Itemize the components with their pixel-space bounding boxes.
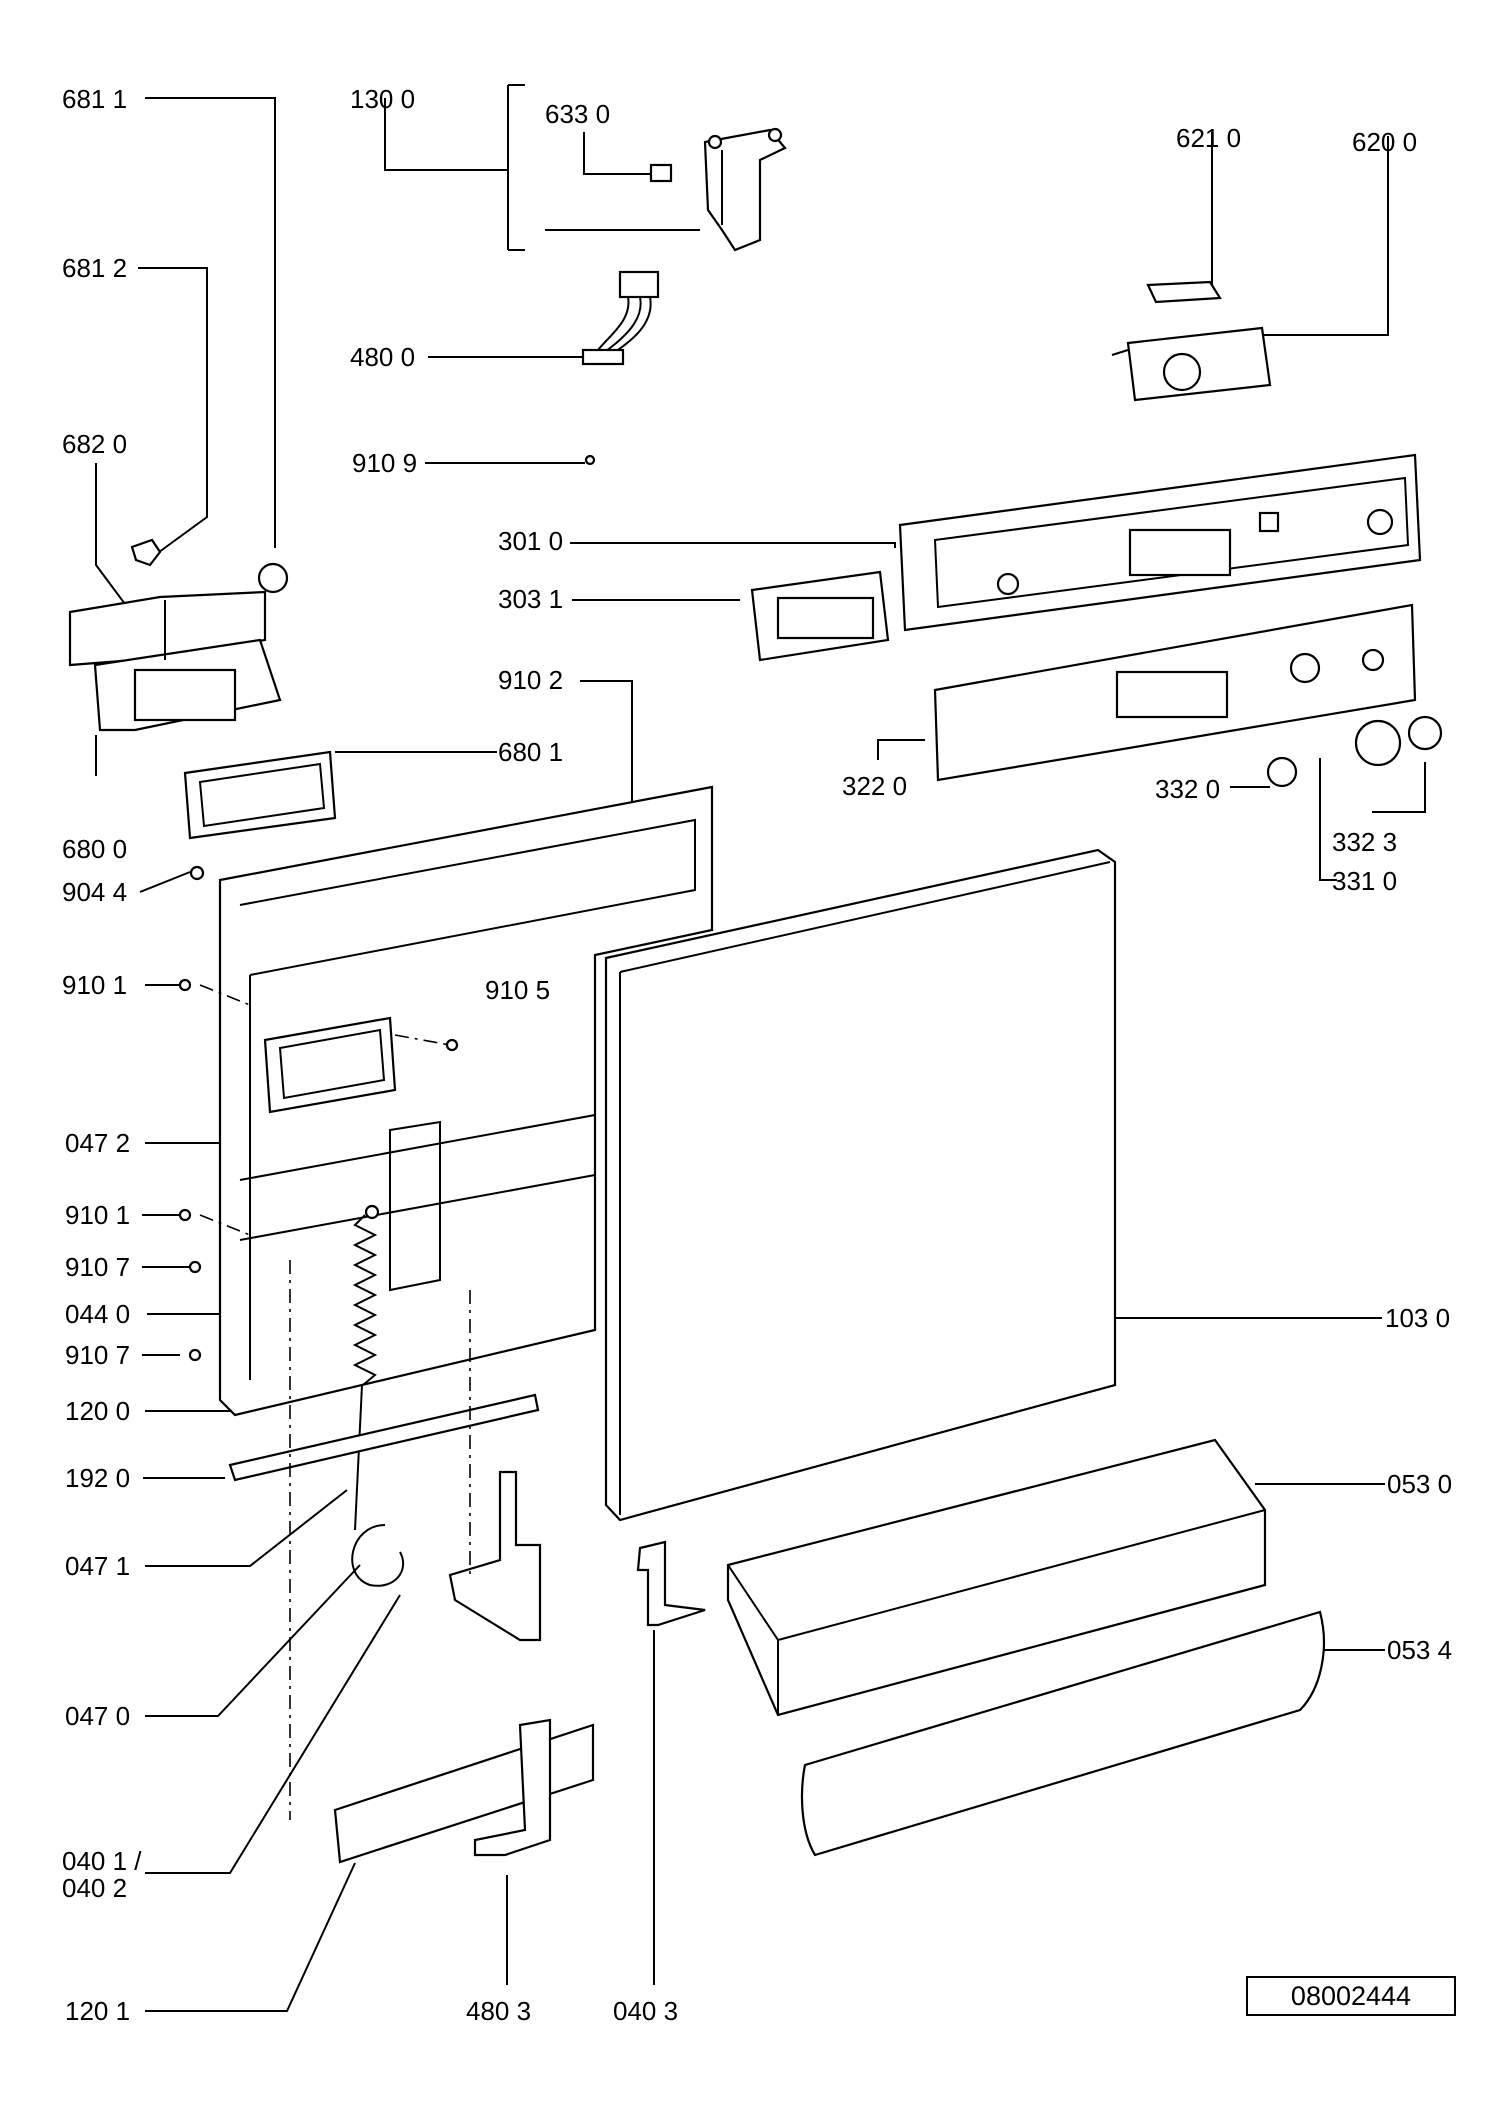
part-label-910-1: 910 1 — [62, 970, 128, 1000]
door-rail — [228, 1393, 540, 1482]
construction-lines — [199, 984, 471, 1820]
control-panel — [898, 453, 1422, 632]
part-label-332-3: 332 3 — [1332, 827, 1398, 857]
part-label-480-3: 480 3 — [466, 1996, 532, 2026]
part-label-633-0: 633 0 — [545, 99, 611, 129]
part-label-120-1: 120 1 — [65, 1996, 131, 2026]
door-handle — [750, 570, 890, 662]
wiring-harness — [581, 270, 660, 366]
small-knob — [1266, 756, 1298, 788]
part-label-053-4: 053 4 — [1387, 1635, 1453, 1665]
part-label-910-2: 910 2 — [498, 665, 564, 695]
screw-910-5 — [445, 1038, 459, 1052]
part-label-332-0: 332 0 — [1155, 774, 1221, 804]
part-label-680-1: 680 1 — [498, 737, 564, 767]
part-label-331-0: 331 0 — [1332, 866, 1398, 896]
main-knob — [1354, 719, 1402, 767]
part-label-192-0: 192 0 — [65, 1463, 131, 1493]
part-label-680-0: 680 0 — [62, 834, 128, 864]
outer-door-panel — [604, 848, 1117, 1522]
part-label-910-7: 910 7 — [65, 1340, 131, 1370]
part-label-681-1: 681 1 — [62, 84, 128, 114]
round-cap-part — [257, 562, 289, 594]
screw-910-1 — [178, 978, 192, 992]
leader-lines — [95, 84, 1426, 2012]
door-hinge-assembly — [703, 127, 787, 252]
part-label-682-0: 682 0 — [62, 429, 128, 459]
part-label-040-2: 040 2 — [62, 1873, 128, 1903]
part-label-910-5: 910 5 — [485, 975, 551, 1005]
inner-door-panel — [218, 785, 714, 1417]
part-label-047-1: 047 1 — [65, 1551, 131, 1581]
washer-904-4 — [189, 865, 205, 881]
screw-910-1 — [178, 1208, 192, 1222]
spring-rod — [354, 1384, 363, 1531]
knob-cap — [1407, 715, 1443, 751]
part-label-103-0: 103 0 — [1385, 1303, 1451, 1333]
part-label-301-0: 301 0 — [498, 526, 564, 556]
part-label-044-0: 044 0 — [65, 1299, 131, 1329]
part-label-040-1: 040 1 / — [62, 1846, 142, 1876]
microswitch-part — [649, 163, 673, 183]
part-label-303-1: 303 1 — [498, 584, 564, 614]
small-circuit-board — [1146, 280, 1222, 304]
drawing-reference-number: 08002444 — [1246, 1976, 1456, 2016]
door-spring — [352, 1204, 380, 1386]
screw-910-9 — [584, 454, 596, 466]
part-label-910-9: 910 9 — [352, 448, 418, 478]
part-label-620-0: 620 0 — [1352, 127, 1418, 157]
spring-hook — [351, 1524, 405, 1587]
small-bracket — [636, 1540, 706, 1627]
hinge-bracket — [448, 1470, 542, 1642]
part-label-681-2: 681 2 — [62, 253, 128, 283]
part-label-480-0: 480 0 — [350, 342, 416, 372]
part-label-053-0: 053 0 — [1387, 1469, 1453, 1499]
part-label-130-0: 130 0 — [350, 84, 416, 114]
part-label-904-4: 904 4 — [62, 877, 128, 907]
plinth-panel — [800, 1610, 1326, 1857]
small-clip-part — [130, 538, 162, 567]
part-label-040-3: 040 3 — [613, 1996, 679, 2026]
screw-910-7 — [188, 1260, 202, 1274]
part-label-910-7: 910 7 — [65, 1252, 131, 1282]
programmer-module — [1111, 326, 1272, 402]
part-label-047-2: 047 2 — [65, 1128, 131, 1158]
part-label-047-0: 047 0 — [65, 1701, 131, 1731]
part-label-621-0: 621 0 — [1176, 123, 1242, 153]
fascia-panel — [933, 603, 1417, 782]
screw-910-7 — [188, 1348, 202, 1362]
dispenser-gasket — [183, 750, 337, 840]
kick-plate — [726, 1438, 1267, 1717]
part-label-120-0: 120 0 — [65, 1396, 131, 1426]
detergent-dispenser — [68, 590, 282, 732]
part-label-910-1: 910 1 — [65, 1200, 131, 1230]
lower-trim-rail — [333, 1718, 595, 1864]
part-label-322-0: 322 0 — [842, 771, 908, 801]
